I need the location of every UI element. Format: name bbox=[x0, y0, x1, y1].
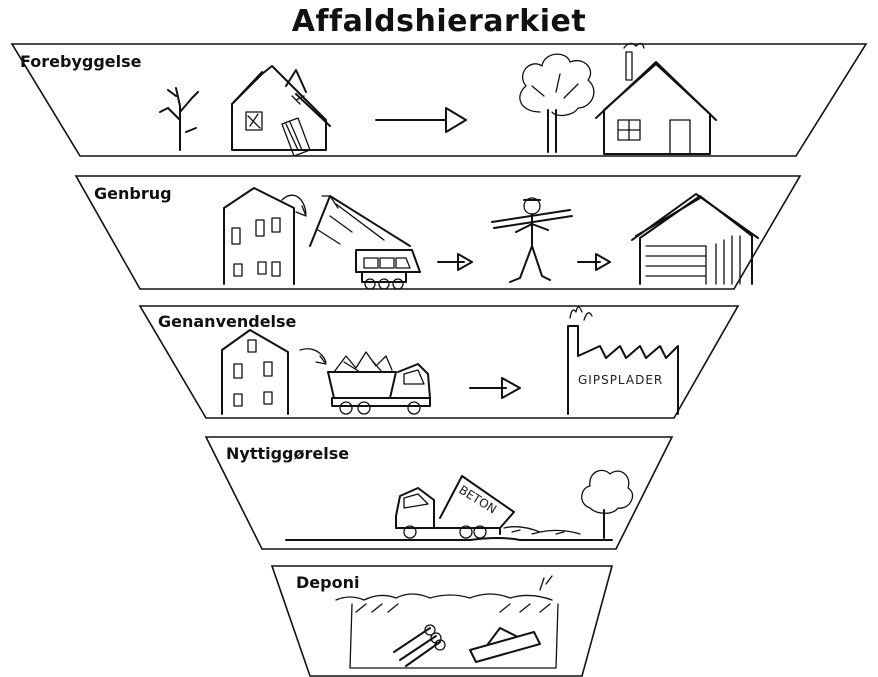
level-label-nyttiggoerelse: Nyttiggørelse bbox=[226, 444, 350, 463]
landfill-ground bbox=[335, 593, 553, 601]
leafy-tree-icon bbox=[581, 469, 634, 539]
crane-truck-icon bbox=[309, 195, 421, 290]
leafy-tree-icon bbox=[519, 53, 595, 153]
broken-house-icon bbox=[231, 65, 331, 157]
dump-truck-icon bbox=[327, 351, 431, 415]
level-frame-genanvendelse bbox=[138, 305, 740, 419]
level-label-forebyggelse: Forebyggelse bbox=[20, 52, 142, 71]
gipsplader-sign: GIPSPLADER bbox=[578, 373, 663, 387]
building-icon bbox=[221, 329, 327, 415]
level-frame-nyttiggoerelse bbox=[204, 436, 674, 550]
arrow-icon bbox=[469, 377, 521, 399]
new-house-icon bbox=[595, 42, 717, 155]
arrow-icon bbox=[577, 253, 611, 271]
arrow-icon bbox=[437, 253, 473, 271]
buried-boat-icon bbox=[469, 627, 541, 663]
forebyggelse-illustration bbox=[159, 42, 717, 157]
diagram-title: Affaldshierarkiet bbox=[291, 4, 587, 39]
landfill-pit bbox=[349, 603, 559, 669]
shed-icon bbox=[631, 193, 759, 285]
deponi-illustration bbox=[335, 575, 559, 669]
bare-tree-icon bbox=[159, 87, 199, 151]
genbrug-illustration bbox=[223, 187, 759, 290]
pipes-icon bbox=[393, 624, 446, 667]
level-frame-genbrug bbox=[74, 175, 802, 290]
level-label-genbrug: Genbrug bbox=[94, 184, 172, 203]
genanvendelse-illustration: GIPSPLADER bbox=[221, 306, 679, 415]
level-frame-forebyggelse bbox=[10, 43, 868, 157]
building-icon bbox=[223, 187, 307, 285]
factory-icon: GIPSPLADER bbox=[567, 306, 679, 415]
worker-carrying-beams-icon bbox=[491, 197, 573, 283]
level-label-deponi: Deponi bbox=[296, 573, 360, 592]
ground-line bbox=[285, 537, 613, 541]
arrow-icon bbox=[375, 107, 467, 133]
level-label-genanvendelse: Genanvendelse bbox=[158, 312, 297, 331]
